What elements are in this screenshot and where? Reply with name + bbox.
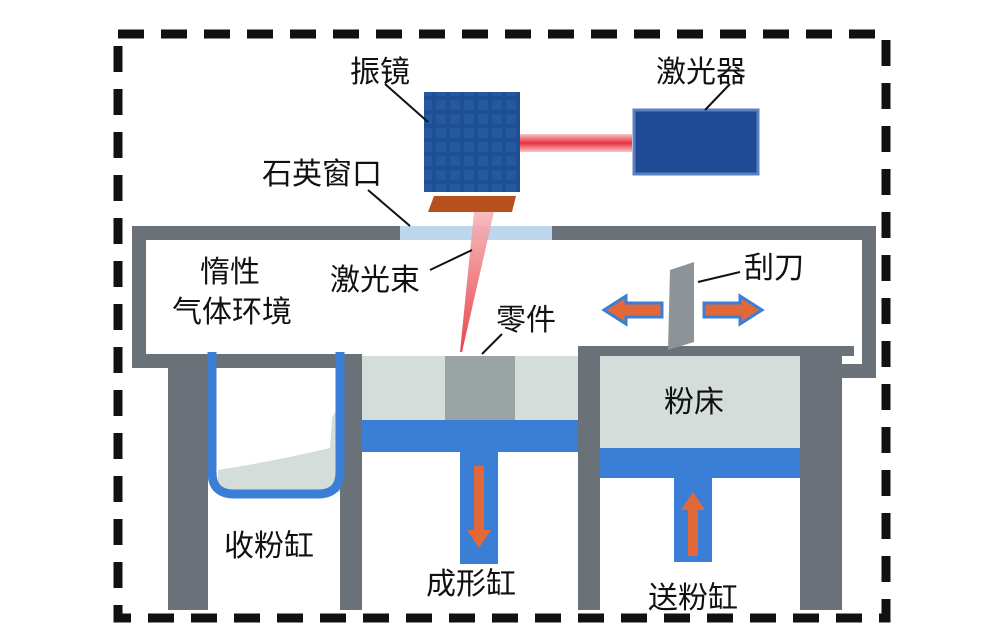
build-cylinder-label: 成形缸 xyxy=(426,567,516,602)
inert-gas-label-line1: 惰性 xyxy=(200,255,260,290)
scraper-right-arrow xyxy=(702,293,765,327)
laser-beam-label: 激光束 xyxy=(330,263,420,298)
collected-powder xyxy=(218,400,342,492)
scraper-blade xyxy=(668,262,694,350)
powder-collector-label: 收粉缸 xyxy=(224,529,314,564)
laser-label: 激光器 xyxy=(656,55,746,90)
build-platform xyxy=(362,420,578,452)
galvo-box xyxy=(424,92,520,192)
feed-up-arrow xyxy=(681,492,705,556)
leader-lines xyxy=(367,83,741,355)
quartz-window-label: 石英窗口 xyxy=(262,157,382,192)
chamber-walls xyxy=(132,226,876,610)
galvo-label: 振镜 xyxy=(350,55,410,90)
feed-platform xyxy=(600,448,800,478)
scraper-left-arrow xyxy=(601,293,664,327)
feed-powder xyxy=(600,356,800,448)
laser-beam xyxy=(460,212,494,352)
galvo-mount xyxy=(428,196,516,212)
laser-source-box xyxy=(632,108,760,176)
horizontal-laser-beam xyxy=(520,134,632,152)
powder-feed-cylinder-label: 送粉缸 xyxy=(648,581,738,616)
enclosure-dashed-border xyxy=(113,29,891,623)
part-label: 零件 xyxy=(496,303,556,338)
inert-gas-label-line2: 气体环境 xyxy=(172,295,292,330)
scraper-label: 刮刀 xyxy=(744,251,804,286)
collector-tube xyxy=(207,352,345,499)
build-down-arrow xyxy=(467,466,491,548)
part-block xyxy=(445,356,515,420)
powder-bed-label: 粉床 xyxy=(664,385,724,420)
